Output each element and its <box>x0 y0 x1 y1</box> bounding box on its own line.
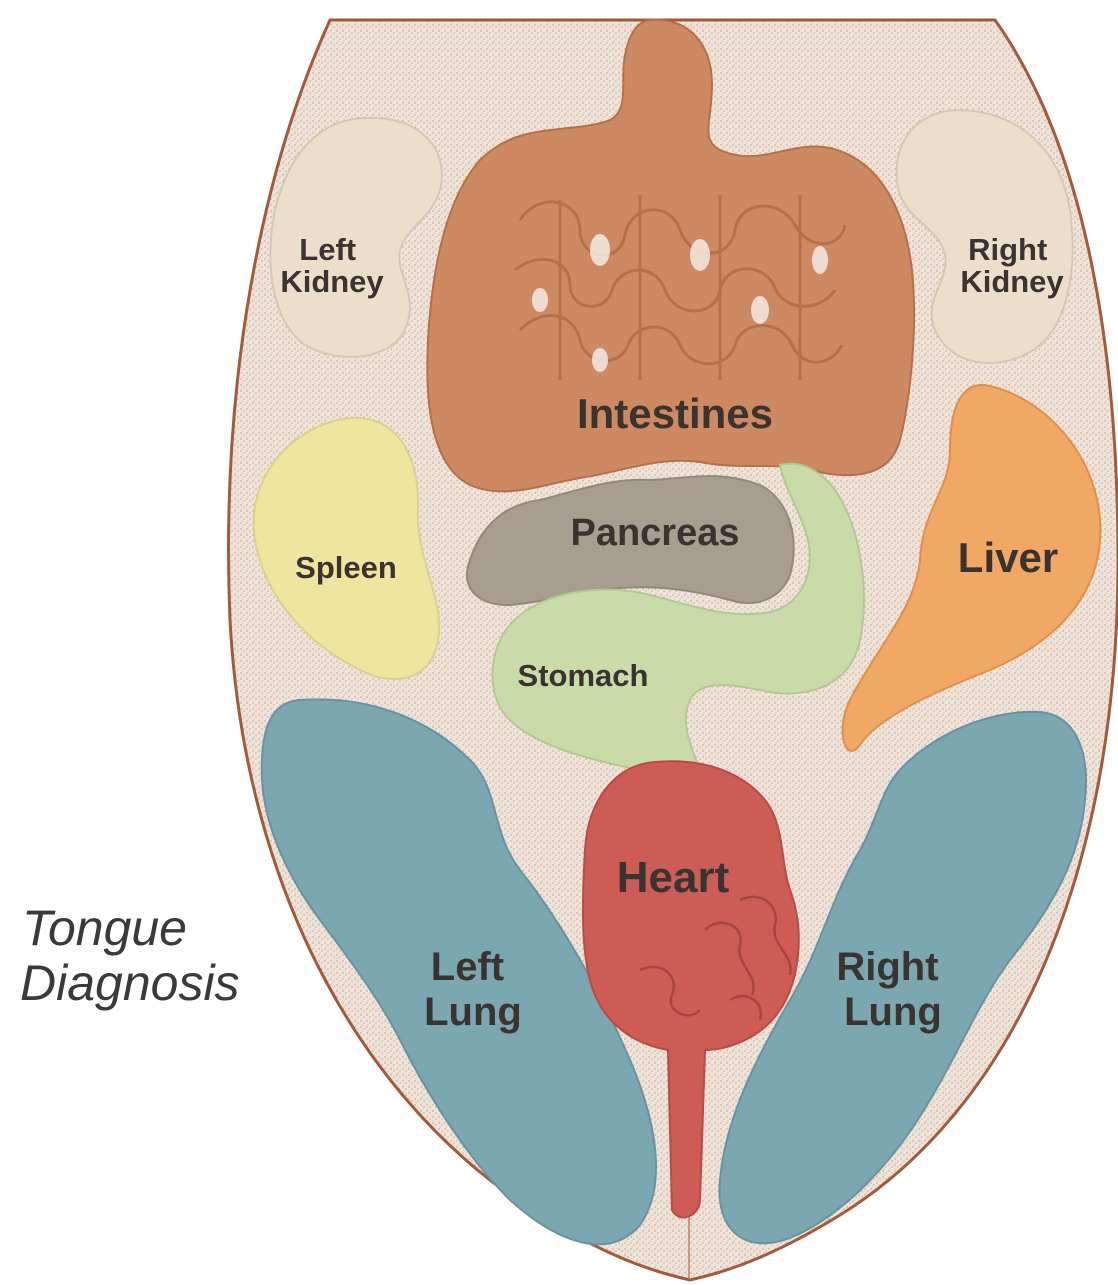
diagram-title: Tongue Diagnosis <box>20 900 240 1011</box>
right-lung-label: Right Lung <box>836 945 949 1034</box>
liver-label: Liver <box>958 534 1058 581</box>
right-kidney-label: Right Kidney <box>960 232 1064 299</box>
left-lung-label: Left Lung <box>424 945 522 1034</box>
pancreas-label: Pancreas <box>570 512 739 554</box>
intestines-label: Intestines <box>577 390 773 437</box>
spleen-label: Spleen <box>295 550 397 585</box>
stomach-label: Stomach <box>518 658 649 693</box>
heart-label: Heart <box>617 853 730 902</box>
